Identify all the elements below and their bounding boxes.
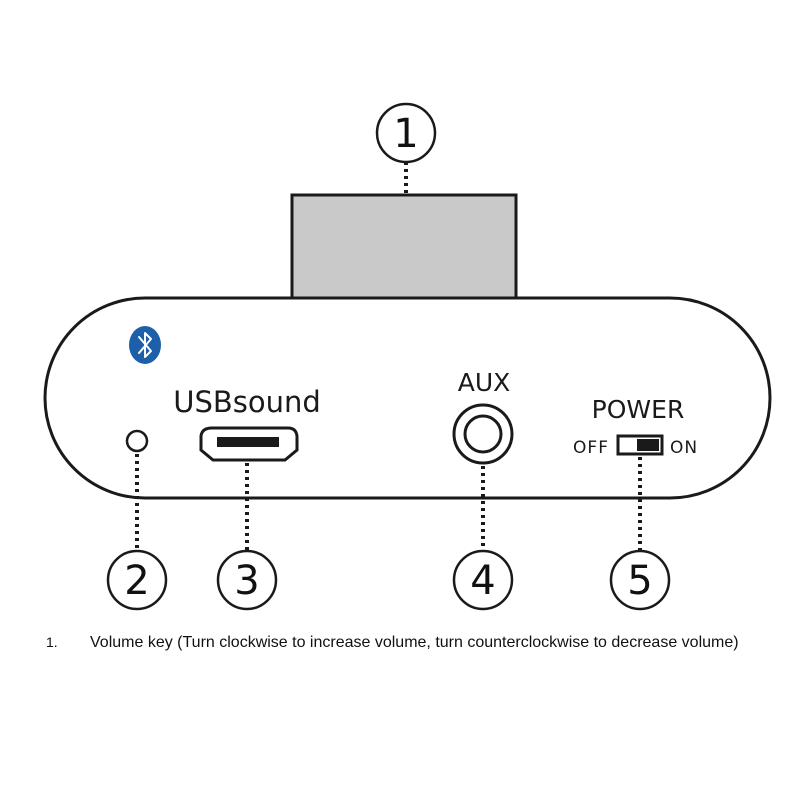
volume-knob bbox=[290, 193, 518, 301]
callout-circle-4 bbox=[452, 549, 514, 611]
caption-number: 1. bbox=[46, 634, 58, 650]
power-switch-knob bbox=[637, 439, 659, 451]
bluetooth-icon bbox=[129, 326, 161, 364]
switch-off-label: OFF bbox=[573, 438, 609, 458]
usb-label: USBsound bbox=[173, 385, 321, 419]
caption: 1. Volume key (Turn clockwise to increase… bbox=[46, 634, 786, 652]
caption-text: Volume key (Turn clockwise to increase v… bbox=[90, 634, 739, 651]
callout-number-5: 5 bbox=[627, 558, 652, 604]
aux-label: AUX bbox=[458, 368, 511, 397]
callout-circle-3 bbox=[216, 549, 278, 611]
callout-circle-5 bbox=[609, 549, 671, 611]
callout-circle-2 bbox=[106, 549, 168, 611]
power-label: POWER bbox=[592, 395, 685, 424]
aux-jack-inner bbox=[463, 414, 503, 454]
reset-hole bbox=[125, 429, 149, 453]
callout-number-1: 1 bbox=[393, 111, 418, 157]
switch-on-label: ON bbox=[670, 438, 698, 458]
callout-number-3: 3 bbox=[234, 558, 259, 604]
callout-number-2: 2 bbox=[124, 558, 149, 604]
callout-number-4: 4 bbox=[470, 558, 495, 604]
callout-circle-1 bbox=[375, 102, 437, 164]
usb-port-slot bbox=[217, 437, 279, 447]
